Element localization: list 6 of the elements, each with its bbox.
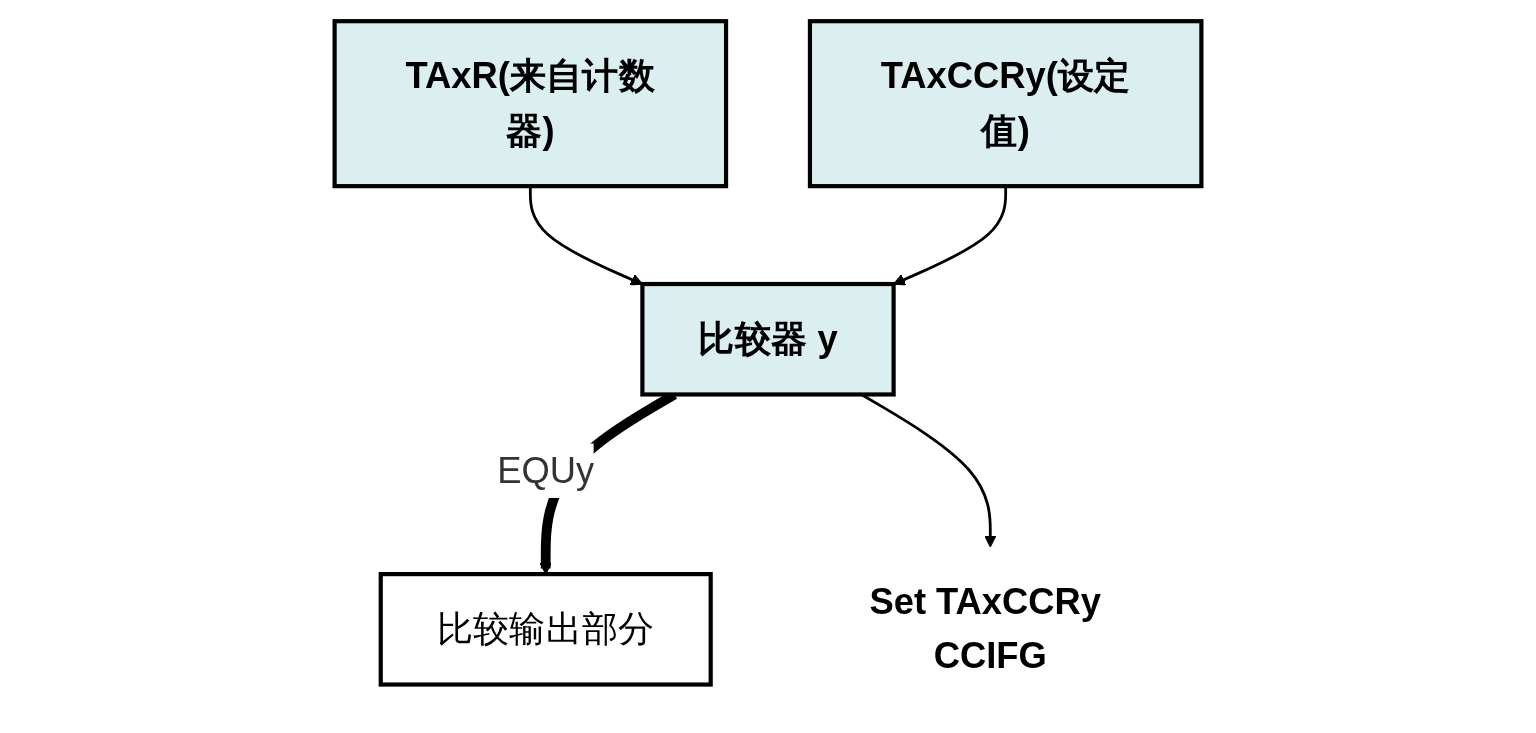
node-box: TAxCCRy(设定值) — [807, 19, 1204, 189]
node-box: TAxR(来自计数器) — [332, 19, 729, 189]
node-box: 比较输出部分 — [378, 572, 713, 687]
edge-label: EQUy — [497, 448, 595, 491]
node-text: Set TAxCCRy CCIFG — [869, 580, 1102, 677]
node-box: 比较器 y — [640, 281, 896, 397]
